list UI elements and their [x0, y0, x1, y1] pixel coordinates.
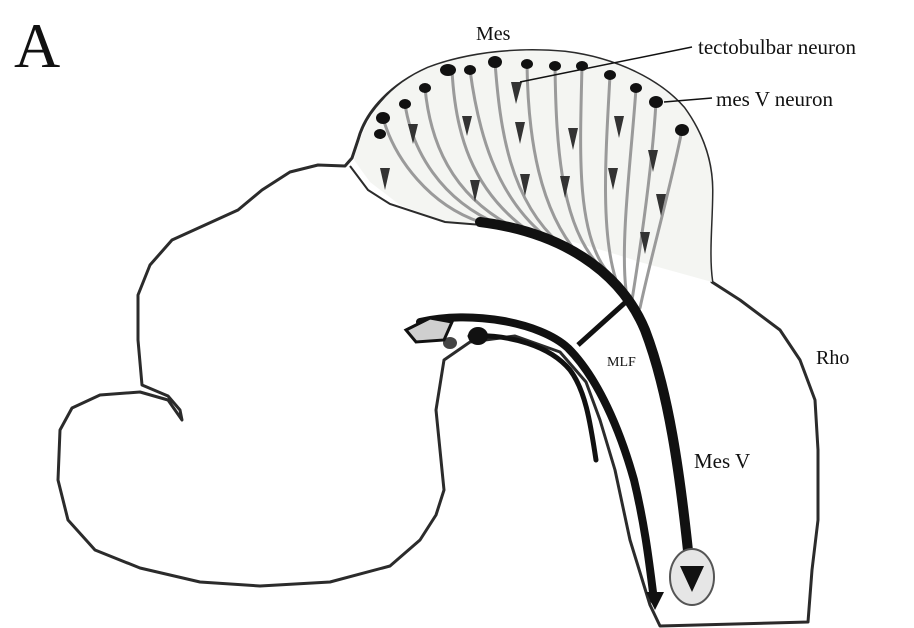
- panel-letter: A: [14, 14, 60, 78]
- label-rho: Rho: [816, 348, 849, 368]
- label-mlf: MLF: [607, 356, 636, 370]
- mlf-nucleus: [468, 327, 488, 345]
- label-mes: Mes: [476, 24, 510, 44]
- label-tectobulbar-neuron: tectobulbar neuron: [698, 37, 856, 58]
- label-mes-v-neuron: mes V neuron: [716, 89, 833, 110]
- label-mes-v-tract: Mes V: [694, 451, 750, 472]
